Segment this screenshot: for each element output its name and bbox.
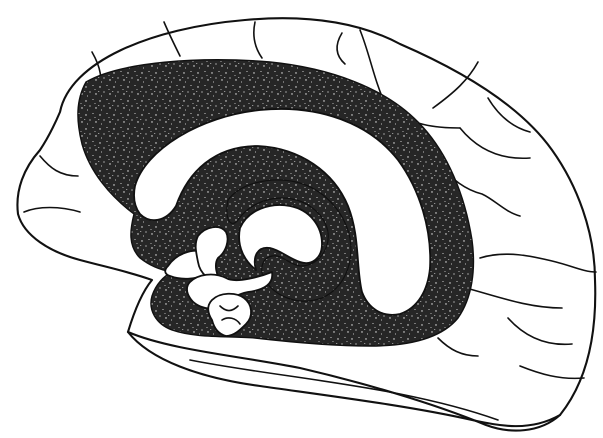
sulcus-line (337, 33, 345, 64)
sulcus-line (164, 22, 180, 56)
sulcus-line (460, 128, 530, 158)
sulcus-line (466, 288, 562, 308)
sulcus-line (254, 22, 262, 58)
sulcus-line (438, 338, 478, 356)
sulcus-line (488, 98, 530, 132)
sulcus-line (40, 156, 78, 176)
sulcus-line (433, 62, 478, 108)
sulcus-line (508, 318, 572, 344)
sulcus-line (480, 254, 596, 272)
sulcus-line (520, 366, 584, 378)
sulcus-line (24, 208, 80, 213)
